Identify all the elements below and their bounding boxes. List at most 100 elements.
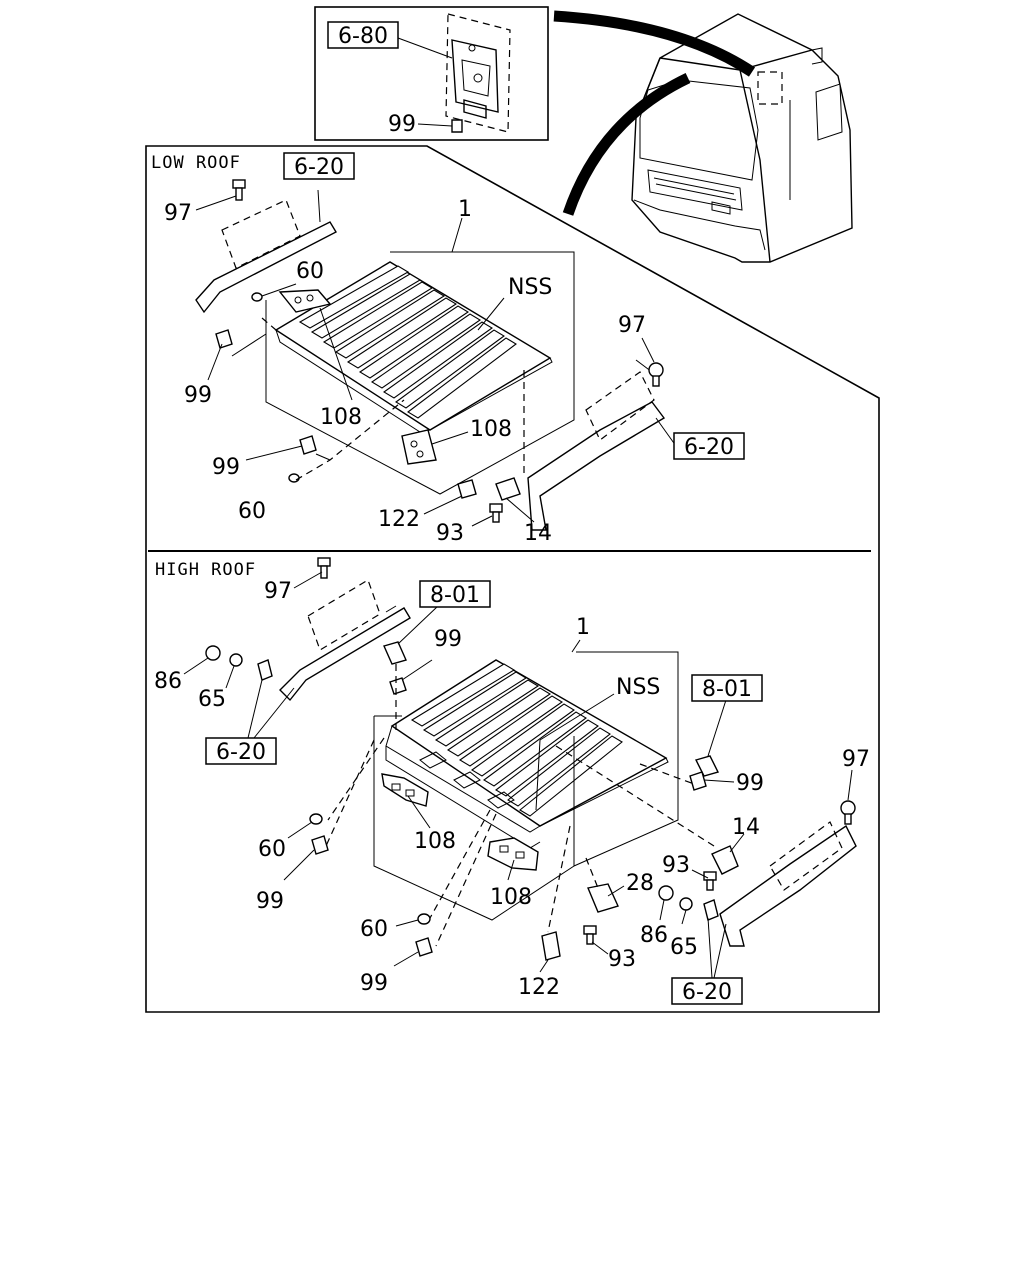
part-label-high-28: 28 [626, 871, 654, 896]
ref-label-6-80: 6-80 [338, 24, 388, 49]
part-label-low-14: 14 [524, 521, 552, 546]
high-dash-8 [639, 763, 695, 785]
part-label-high-1: 1 [576, 615, 590, 640]
part-label-high-93-right: 93 [662, 853, 690, 878]
high-pad-108-right [487, 837, 539, 871]
part-label-high-108-left: 108 [414, 829, 456, 854]
main-frame [145, 145, 880, 1013]
leader-high-28 [607, 885, 625, 897]
part-label-high-99-right: 99 [736, 771, 764, 796]
leader-high-99-mid [283, 849, 315, 881]
low-right-trim [527, 359, 666, 531]
leader-high-8-01-right [707, 699, 727, 757]
part-label-high-60-low: 60 [360, 917, 388, 942]
part-label-low-60-top: 60 [296, 259, 324, 284]
part-label-low-97: 97 [164, 201, 192, 226]
leader-high-8-01-left [397, 605, 439, 645]
part-label-high-108-right: 108 [490, 885, 532, 910]
part-label-high-122: 122 [518, 975, 560, 1000]
leader-high-93-bottom [591, 941, 609, 955]
ref-label-high-6-20-left: 6-20 [216, 740, 266, 765]
low-panel-frame [265, 251, 575, 495]
low-bracket-14 [495, 477, 521, 501]
ref-box-low-6-20-top[interactable] [283, 152, 355, 180]
part-label-high-65-left: 65 [198, 687, 226, 712]
high-bracket-14 [711, 845, 739, 875]
leader-high-86-left [183, 657, 209, 675]
leader-high-65-right [681, 909, 687, 925]
part-label-low-108-left: 108 [320, 405, 362, 430]
leader-high-108-right [507, 859, 515, 881]
part-label-low-nss: NSS [508, 275, 552, 300]
ref-label-high-8-01-left: 8-01 [430, 583, 480, 608]
part-label-high-99-low: 99 [360, 971, 388, 996]
part-label-low-108-right: 108 [470, 417, 512, 442]
high-pad-108-left [381, 773, 429, 807]
low-grommet-60-top [251, 292, 263, 302]
leader-low-108-left [319, 307, 353, 401]
high-front-trim [279, 579, 411, 702]
leader-low-1 [451, 217, 463, 253]
high-clip-6-20-left [257, 659, 273, 681]
leader-low-93 [471, 515, 493, 527]
high-right-trim [719, 821, 857, 947]
leader-low-122 [423, 495, 463, 515]
ref-box-6-80[interactable] [327, 21, 399, 49]
leader-high-14 [729, 833, 745, 853]
part-label-high-99-top: 99 [434, 627, 462, 652]
part-label-high-65-right: 65 [670, 935, 698, 960]
leader-low-14 [505, 497, 535, 523]
high-bolt-93-bottom [583, 925, 597, 945]
high-washer-65-left [229, 653, 243, 667]
ref-label-low-6-20-right: 6-20 [684, 435, 734, 460]
leader-high-65-left [225, 665, 235, 689]
ref-box-low-6-20-right[interactable] [673, 432, 745, 460]
high-clip-99-right [689, 771, 707, 791]
leader-high-122 [539, 959, 549, 973]
leader-high-60-low [395, 919, 419, 927]
clip-part-99-inset [451, 119, 463, 133]
low-grommet-60-bottom [288, 473, 300, 483]
ref-box-high-6-20-left[interactable] [205, 737, 277, 765]
high-panel-frame [373, 651, 679, 921]
section-title-low-roof: LOW ROOF [151, 153, 241, 173]
leader-high-97-right [847, 769, 853, 801]
high-dash-6 [547, 825, 571, 933]
leader-high-93-right [691, 869, 709, 879]
low-bolt-97 [232, 179, 246, 201]
leader-low-97 [195, 195, 237, 211]
leader-low-97-right [641, 337, 655, 363]
leader-low-108-right [431, 431, 469, 445]
high-part-8-01-right [694, 755, 720, 777]
high-clip-6-20-right [703, 899, 719, 921]
leader-high-1 [571, 639, 581, 653]
high-bolt-97-right [840, 800, 856, 825]
leader-low-99-left [207, 343, 223, 381]
ref-label-high-8-01-right: 8-01 [702, 677, 752, 702]
high-dash-4 [429, 809, 491, 919]
truck-cab-illustration [631, 13, 853, 263]
high-bolt-97 [317, 557, 331, 579]
leader-high-99-right [703, 779, 735, 783]
leader-high-6-20-left-a [247, 679, 263, 739]
ref-box-high-8-01-right[interactable] [691, 674, 763, 702]
leader-high-97 [293, 571, 323, 589]
high-part-8-01-left [383, 641, 407, 665]
leader-high-99-low [393, 951, 419, 967]
high-clip-99-top [389, 677, 407, 695]
part-label-high-93-bottom: 93 [608, 947, 636, 972]
part-label-high-99-mid: 99 [256, 889, 284, 914]
high-seal-122 [541, 931, 561, 961]
low-front-trim [195, 189, 337, 314]
high-clip-99-low [415, 937, 433, 957]
high-grommet-60-mid [309, 813, 323, 825]
ref-box-high-8-01-left[interactable] [419, 580, 491, 608]
low-pad-108-right [401, 429, 437, 465]
ref-label-low-6-20-top: 6-20 [294, 155, 344, 180]
ref-box-high-6-20-bottom[interactable] [671, 977, 743, 1005]
ref-label-high-6-20-bottom: 6-20 [682, 980, 732, 1005]
low-dash-1 [261, 317, 277, 331]
leader-high-6-20-bottom-b [713, 923, 727, 979]
part-label-low-1: 1 [458, 197, 472, 222]
leader-99-inset [417, 123, 453, 127]
